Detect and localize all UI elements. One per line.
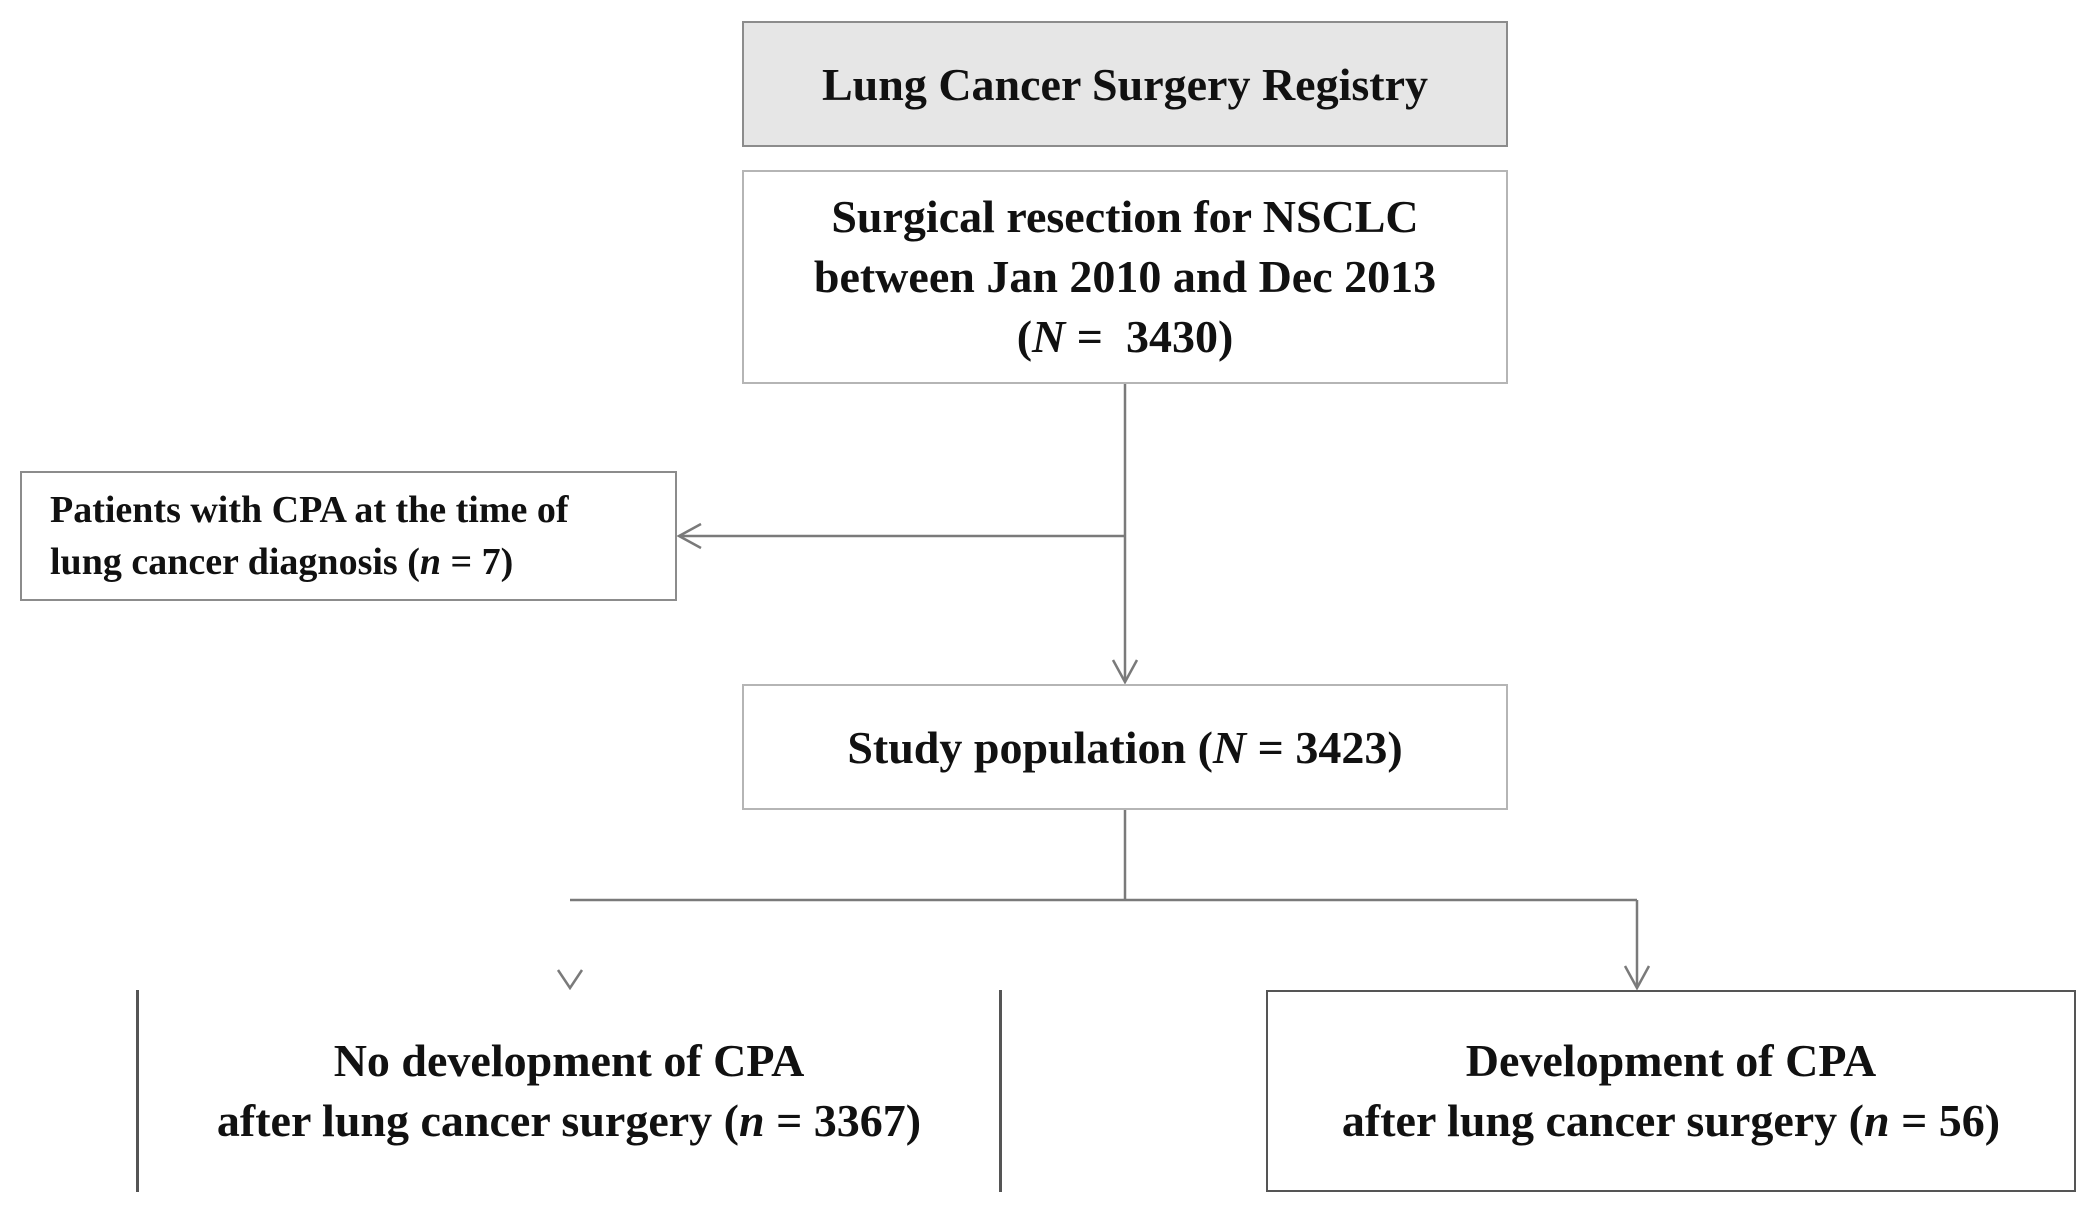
resection-line-2: between Jan 2010 and Dec 2013	[813, 251, 1437, 302]
no-cpa-count-var: n	[738, 1095, 765, 1146]
cpa-line-1: Development of CPA	[1465, 1035, 1877, 1086]
resection-count: (N = 3430)	[1017, 307, 1234, 367]
study-prefix: Study population (	[847, 721, 1213, 773]
resection-count-var: N	[1032, 311, 1066, 362]
no-cpa-line-2-suffix: = 3367)	[764, 1095, 922, 1146]
resection-line-1: Surgical resection for NSCLC	[831, 191, 1419, 242]
cpa-count-var: n	[1863, 1095, 1890, 1146]
resection-count-suffix: = 3430)	[1065, 311, 1234, 362]
study-population-box: Study population (N = 3423)	[742, 684, 1508, 810]
no-cpa-line-1: No development of CPA	[333, 1035, 805, 1086]
no-cpa-line-2: after lung cancer surgery (n = 3367)	[217, 1091, 921, 1151]
arrowhead-study	[1111, 659, 1139, 685]
arrowhead-cpa	[1623, 965, 1651, 991]
study-count-var: N	[1212, 721, 1247, 773]
arrowhead-excluded	[676, 522, 702, 550]
excluded-line-2-prefix: lung cancer diagnosis (	[50, 541, 420, 583]
no-cpa-line-2-prefix: after lung cancer surgery (	[216, 1095, 739, 1146]
cpa-line-2-suffix: = 56)	[1889, 1095, 2001, 1146]
no-cpa-box: No development of CPA after lung cancer …	[136, 990, 1002, 1192]
cpa-box: Development of CPA after lung cancer sur…	[1266, 990, 2076, 1192]
registry-box: Lung Cancer Surgery Registry	[742, 21, 1508, 147]
cpa-line-2-prefix: after lung cancer surgery (	[1341, 1095, 1864, 1146]
study-population-label: Study population (N = 3423)	[847, 721, 1402, 774]
study-suffix: = 3423)	[1246, 721, 1403, 773]
surgical-resection-box: Surgical resection for NSCLC between Jan…	[742, 170, 1508, 384]
excluded-line-1: Patients with CPA at the time of	[50, 489, 569, 531]
excluded-line-2: lung cancer diagnosis (n = 7)	[50, 536, 513, 588]
excluded-count-var: n	[419, 541, 441, 583]
cpa-line-2: after lung cancer surgery (n = 56)	[1342, 1091, 2000, 1151]
excluded-patients-box: Patients with CPA at the time of lung ca…	[20, 471, 677, 601]
registry-label: Lung Cancer Surgery Registry	[821, 58, 1429, 110]
resection-count-prefix: (	[1016, 311, 1033, 362]
arrowhead-no-cpa	[556, 969, 584, 991]
excluded-line-2-suffix: = 7)	[441, 541, 514, 583]
